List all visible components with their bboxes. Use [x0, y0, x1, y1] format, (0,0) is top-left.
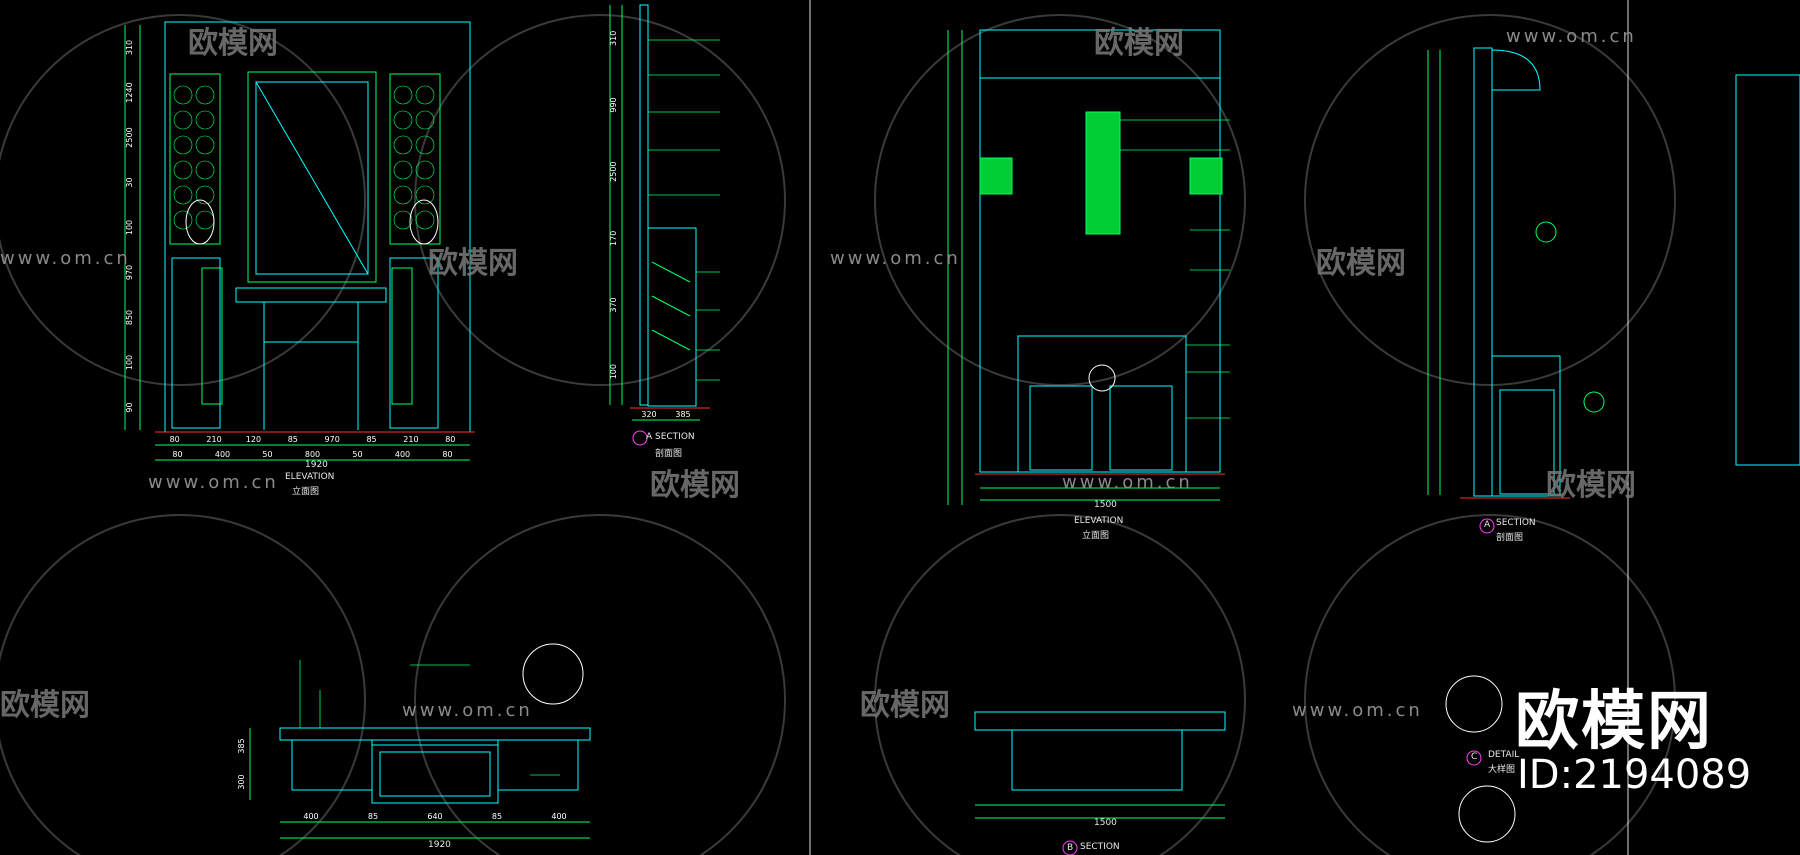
section-a-leaders [648, 39, 720, 381]
watermark-brand: 欧模网 [188, 26, 278, 61]
plan-dim-label: 85 [492, 812, 502, 821]
right-plan-total-width: 1500 [1094, 818, 1117, 828]
watermark-brand: 欧模网 [0, 688, 90, 723]
front-elevation-dim-label: 85 [366, 435, 376, 444]
watermark-brand: 欧模网 [428, 246, 518, 281]
front-elevation-vertical-dim-label: 970 [125, 265, 134, 280]
section-a-drawing [609, 4, 710, 446]
right-plan-title: SECTION [1080, 842, 1120, 852]
model-id-label: ID:2194089 [1517, 752, 1752, 798]
front-elevation-vertical-dim-label: 100 [125, 355, 134, 370]
plan-drawing [249, 643, 591, 839]
front-elevation-dim-label: 50 [352, 450, 362, 459]
front-elevation-vertical-dim-label: 850 [125, 310, 134, 325]
plan-dim-label: 85 [368, 812, 378, 821]
detail-subtitle: 大样图 [1488, 765, 1516, 775]
watermark-url: www.om.cn [148, 472, 279, 493]
section-a-title: SECTION [655, 432, 695, 442]
right-section-marker: A [1484, 520, 1491, 530]
front-elevation-dim-label: 970 [325, 435, 340, 444]
right-elevation-total-width: 1500 [1094, 500, 1117, 510]
watermark-brand: 欧模网 [1094, 26, 1184, 61]
brand-logo: 欧模网 [1515, 685, 1713, 759]
right-section-subtitle: 剖面图 [1496, 533, 1524, 543]
section-a-vertical-dim-label: 2500 [609, 161, 618, 181]
watermark-brand: 欧模网 [860, 688, 950, 723]
right-elevation-drawing [947, 29, 1225, 505]
watermark-url: www.om.cn [830, 248, 961, 269]
section-a-marker: A [646, 432, 653, 442]
front-elevation-dim-label: 120 [246, 435, 261, 444]
front-elevation-dim-label: 50 [262, 450, 272, 459]
watermark-circles [0, 14, 1676, 855]
front-elevation-dim-label: 210 [403, 435, 418, 444]
right-section-title: SECTION [1496, 518, 1536, 528]
front-elevation-vertical-dim-label: 2500 [125, 127, 134, 147]
right-plan-drawing [974, 711, 1226, 855]
section-a-vertical-dim-label: 990 [609, 97, 618, 112]
front-elevation-vertical-dim-label: 1240 [125, 82, 134, 102]
watermark-url: www.om.cn [0, 248, 131, 269]
front-elevation-dim-label: 800 [305, 450, 320, 459]
sheet-dividers [809, 0, 1629, 855]
plan-leaders [299, 660, 560, 776]
front-elevation-dim-label: 80 [172, 450, 182, 459]
detail-title: DETAIL [1488, 750, 1520, 760]
plan-vertical-dim-label: 385 [237, 738, 246, 753]
detail-marker: C [1471, 752, 1478, 762]
plan-dim-label: 640 [427, 812, 442, 821]
watermark-url: www.om.cn [1506, 26, 1637, 47]
front-elevation-dim-label: 80 [170, 435, 180, 444]
detail-drawing [1445, 74, 1800, 843]
section-a-vertical-dim-label: 310 [609, 31, 618, 46]
right-elevation-subtitle: 立面图 [1082, 531, 1110, 541]
front-elevation-dim-label: 85 [288, 435, 298, 444]
section-a-vertical-dim-label: 170 [609, 231, 618, 246]
watermark-url: www.om.cn [1292, 700, 1423, 721]
section-a-dim-label: 320 [641, 410, 656, 419]
front-elevation-dim-label: 400 [395, 450, 410, 459]
plan-dim-label: 400 [303, 812, 318, 821]
front-elevation-vertical-dim-label: 310 [125, 40, 134, 55]
front-elevation-dim-label: 210 [206, 435, 221, 444]
right-elevation-leaders [1120, 119, 1230, 419]
front-elevation-subtitle: 立面图 [292, 487, 320, 497]
section-a-vertical-dim-label: 370 [609, 297, 618, 312]
right-plan-marker: B [1067, 843, 1074, 853]
front-elevation-vertical-dim-label: 90 [125, 402, 134, 412]
watermark-brand: 欧模网 [1316, 246, 1406, 281]
front-elevation-dim-label: 400 [215, 450, 230, 459]
front-elevation-title: ELEVATION [285, 472, 335, 482]
watermark-url: www.om.cn [402, 700, 533, 721]
front-elevation-total-width: 1920 [305, 460, 328, 470]
front-elevation-vases [185, 199, 439, 245]
watermark-url: www.om.cn [1062, 472, 1193, 493]
front-elevation-vertical-dim-label: 100 [125, 220, 134, 235]
section-a-dim-label: 385 [675, 410, 690, 419]
front-elevation-vertical-dim-label: 30 [125, 177, 134, 187]
plan-total-width: 1920 [428, 840, 451, 850]
right-section-drawing [1427, 47, 1605, 534]
front-elevation-lattice [173, 85, 435, 230]
right-elevation-title: ELEVATION [1074, 516, 1124, 526]
section-a-vertical-dim-label: 100 [609, 364, 618, 379]
watermark-brand: 欧模网 [650, 468, 740, 503]
front-elevation-dim-label: 80 [445, 435, 455, 444]
plan-dim-label: 400 [551, 812, 566, 821]
plan-vertical-dim-label: 300 [237, 774, 246, 789]
section-a-subtitle: 剖面图 [655, 449, 683, 459]
front-elevation-drawing [124, 21, 475, 461]
watermark-brand: 欧模网 [1546, 468, 1636, 503]
front-elevation-dim-label: 80 [442, 450, 452, 459]
